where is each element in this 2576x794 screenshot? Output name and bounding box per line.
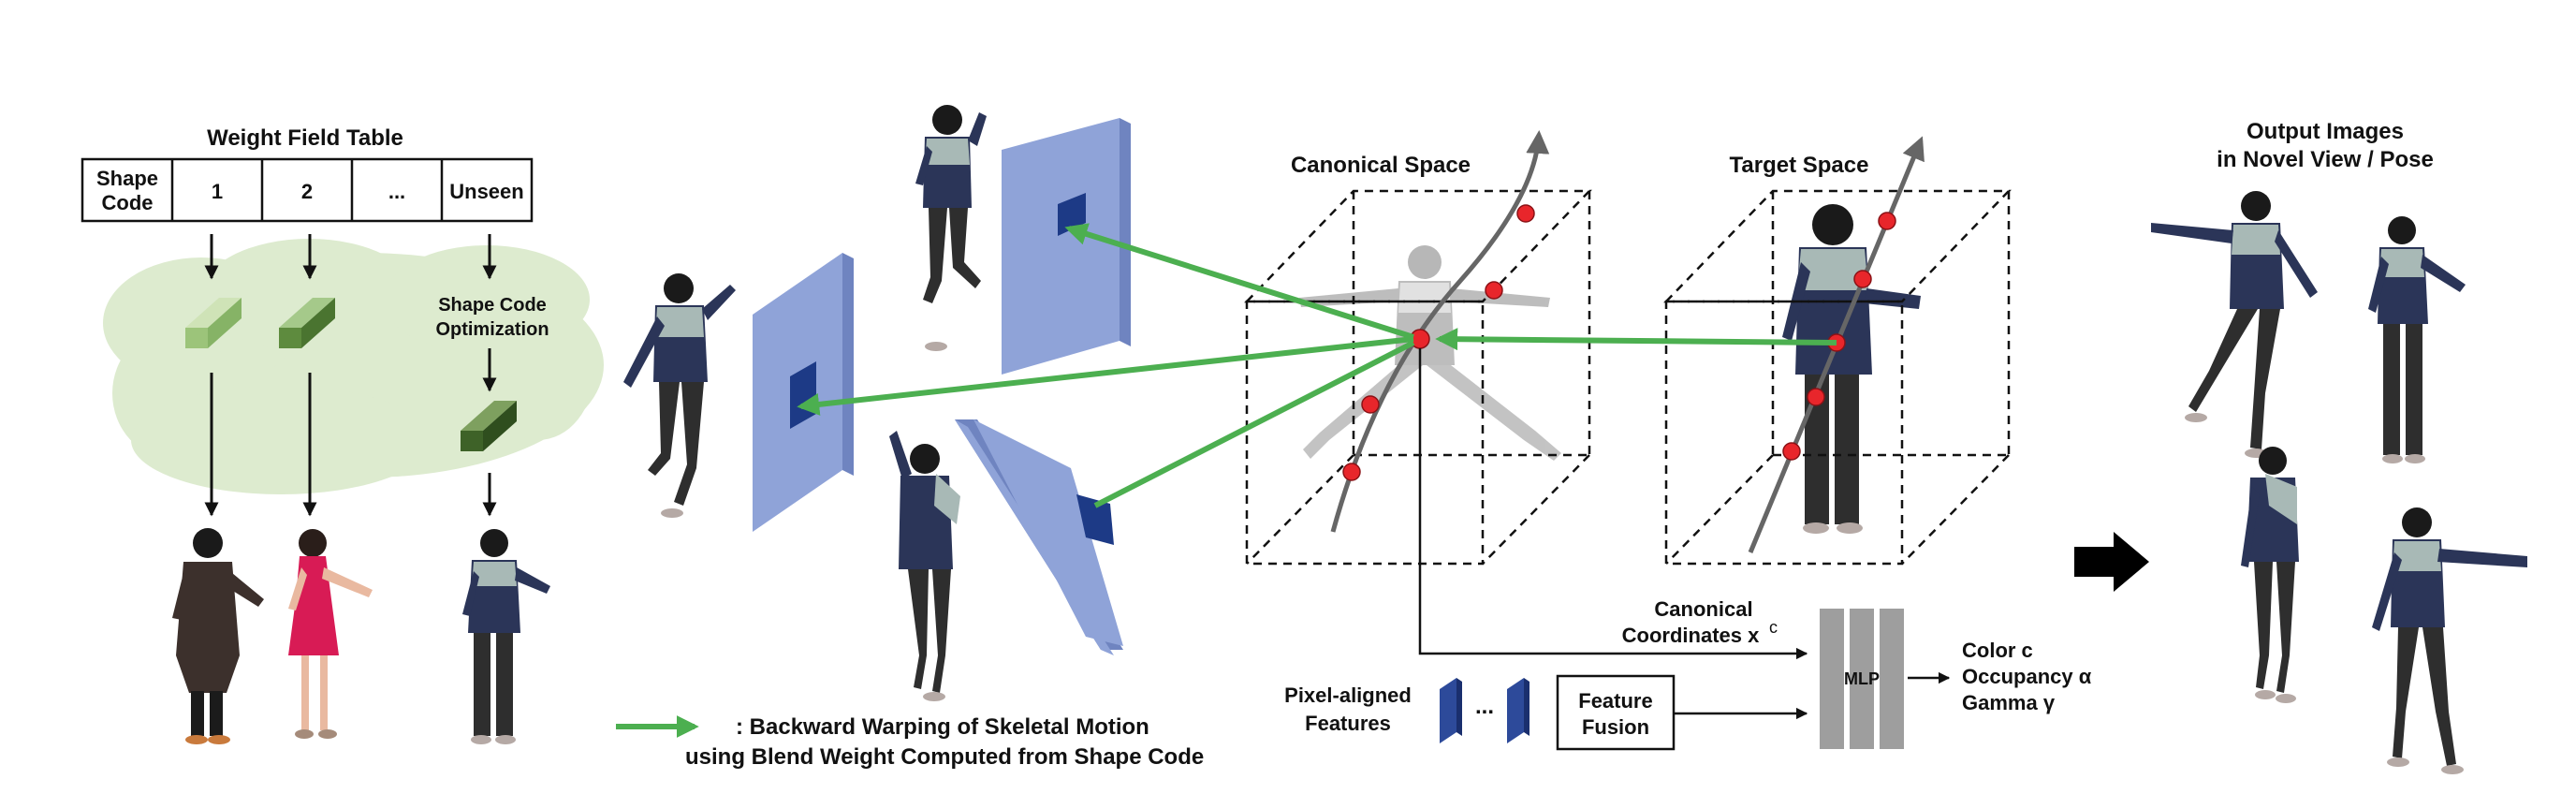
view-person-bottom xyxy=(889,431,960,701)
camera-plane-bottom xyxy=(955,419,1123,655)
output-title-line1: Output Images xyxy=(2247,119,2404,144)
shape-code-block-1 xyxy=(185,298,242,348)
svg-text:Canonical: Canonical xyxy=(1654,597,1752,621)
output-gamma: Gamma γ xyxy=(1962,691,2056,714)
svg-text:Feature: Feature xyxy=(1578,689,1652,713)
output-images: Output Images in Novel View / Pose xyxy=(2151,119,2527,774)
feature-fusion-box: Feature Fusion xyxy=(1556,674,1676,751)
svg-text:Features: Features xyxy=(1305,712,1391,735)
person-figure-1 xyxy=(172,528,264,744)
person-figure-2 xyxy=(288,529,373,739)
table-cell-code: Code xyxy=(102,191,154,214)
svg-text:Fusion: Fusion xyxy=(1582,715,1649,739)
output-person-3 xyxy=(2241,447,2299,703)
table-cell-ellipsis: ... xyxy=(388,180,405,203)
svg-text:Pixel-aligned: Pixel-aligned xyxy=(1284,684,1412,707)
output-occupancy: Occupancy α xyxy=(1962,665,2092,688)
output-person-1 xyxy=(2151,191,2318,458)
target-space-title: Target Space xyxy=(1730,153,1869,178)
weight-field-table: Weight Field Table Shape Code 1 2 ... Un… xyxy=(80,125,534,223)
legend: : Backward Warping of Skeletal Motion us… xyxy=(616,714,1204,770)
shape-code-block-unseen xyxy=(461,401,517,451)
table-cell-shape: Shape xyxy=(96,167,158,190)
legend-line1: : Backward Warping of Skeletal Motion xyxy=(736,714,1149,740)
person-figure-3 xyxy=(462,529,550,744)
mlp-label: MLP xyxy=(1844,669,1880,688)
big-right-arrow xyxy=(2074,532,2149,592)
output-title-line2: in Novel View / Pose xyxy=(2217,147,2434,172)
weight-table-title: Weight Field Table xyxy=(207,125,403,151)
shape-code-optimization-line2: Optimization xyxy=(435,319,549,340)
target-space-cube: Target Space xyxy=(1663,136,2012,566)
svg-text:...: ... xyxy=(1475,694,1494,719)
camera-plane-top xyxy=(1002,118,1131,375)
target-figure xyxy=(1782,204,1921,534)
canonical-space-title: Canonical Space xyxy=(1291,153,1471,178)
output-person-4 xyxy=(2372,507,2527,774)
svg-text:c: c xyxy=(1769,618,1778,637)
shape-code-cloud xyxy=(103,239,604,494)
canonical-coordinates-label: Canonical Coordinates x c xyxy=(1622,597,1778,647)
svg-text:Coordinates x: Coordinates x xyxy=(1622,624,1760,647)
camera-plane-left xyxy=(753,253,854,532)
shape-code-optimization-line1: Shape Code xyxy=(438,295,547,316)
canonical-figure xyxy=(1299,245,1561,461)
pixel-aligned-features: Pixel-aligned Features ... xyxy=(1284,678,1530,743)
view-person-top xyxy=(915,105,987,351)
table-cell-1: 1 xyxy=(212,180,223,203)
table-cell-unseen: Unseen xyxy=(449,180,523,203)
legend-line2: using Blend Weight Computed from Shape C… xyxy=(685,744,1204,770)
view-person-left xyxy=(623,273,736,518)
mlp-block: MLP xyxy=(1820,609,1904,749)
mlp-outputs: Color c Occupancy α Gamma γ xyxy=(1962,639,2092,714)
backward-warping-arrows xyxy=(797,223,1837,508)
shape-code-block-2 xyxy=(279,298,335,348)
output-person-2 xyxy=(2368,216,2466,463)
output-color: Color c xyxy=(1962,639,2033,662)
table-cell-2: 2 xyxy=(301,180,313,203)
